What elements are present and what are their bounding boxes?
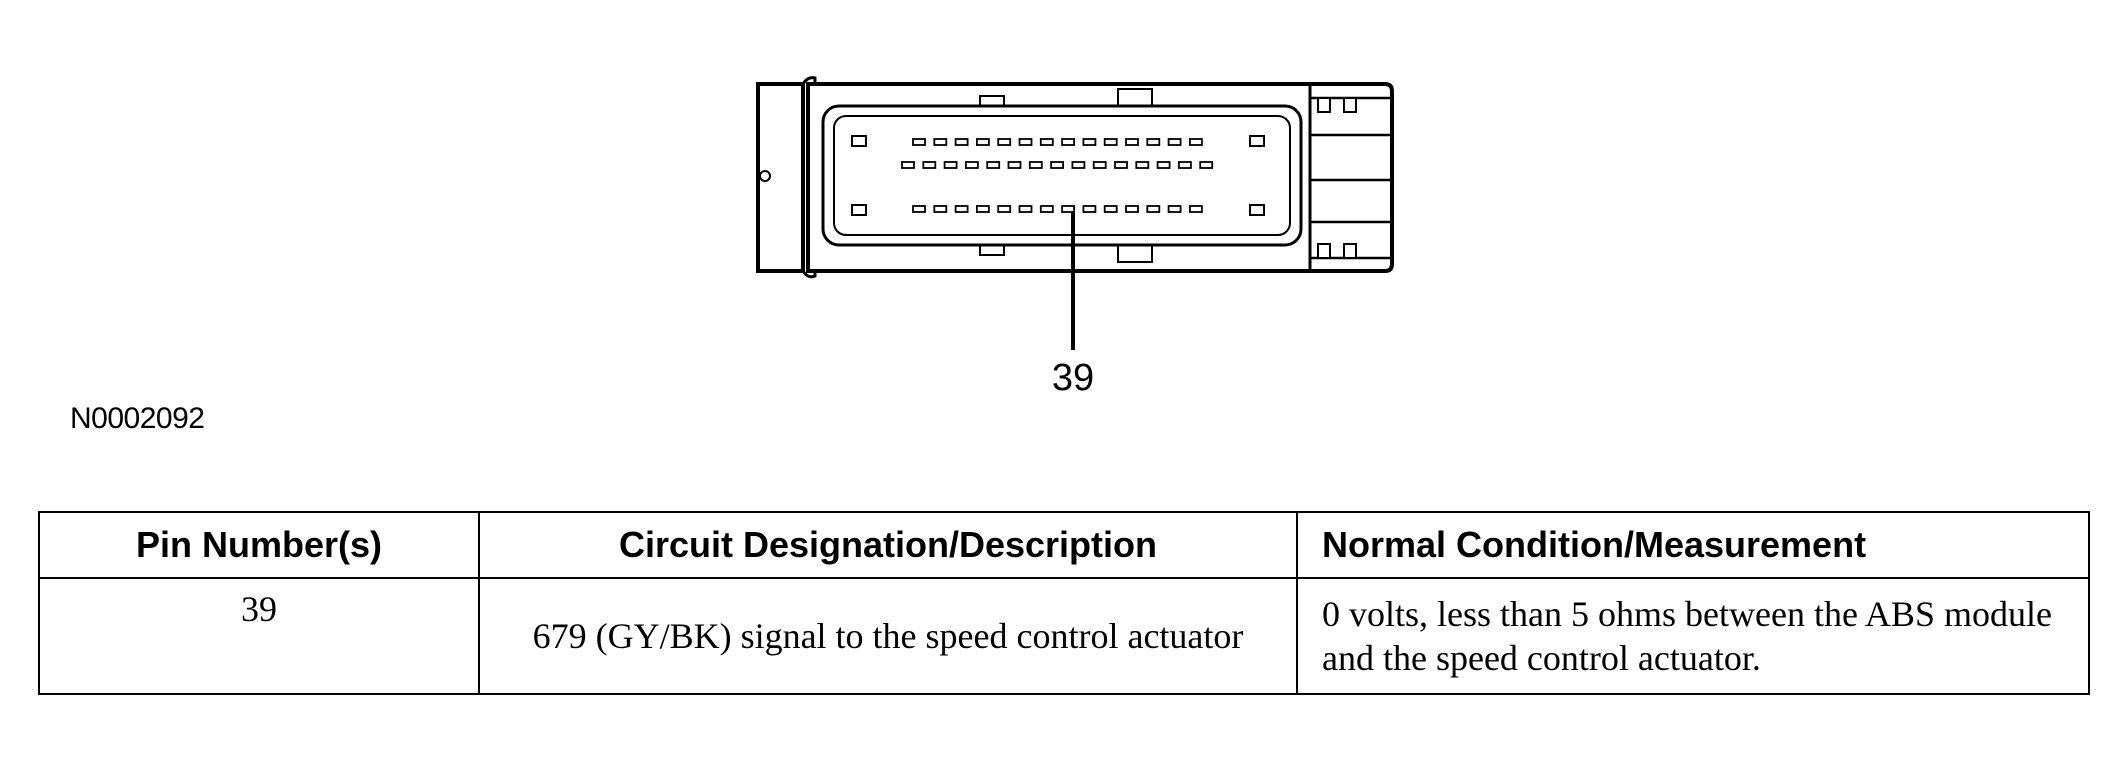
table-row: 39 679 (GY/BK) signal to the speed contr… — [38, 577, 2090, 695]
pin-cavity — [1146, 205, 1161, 213]
pin-cavity — [1092, 161, 1107, 169]
pin-cavity — [1039, 138, 1054, 146]
pin-cavity — [1125, 138, 1139, 146]
pin-cavity — [943, 161, 958, 169]
figure-id: N0002092 — [70, 402, 205, 435]
pin-cavity — [954, 205, 969, 213]
connector-corner-slots — [851, 135, 1265, 216]
pin-cavity — [1125, 205, 1139, 213]
pin-cavity — [912, 205, 926, 213]
pin-cavity — [1039, 205, 1054, 213]
cell-circuit-description: 679 (GY/BK) signal to the speed control … — [478, 577, 1298, 695]
connector-pin-face-inner — [833, 115, 1291, 236]
pin-cavity — [1156, 161, 1171, 169]
table-header-row: Pin Number(s) Circuit Designation/Descri… — [38, 511, 2090, 579]
pin-cavity — [933, 205, 948, 213]
pin-cavity — [1189, 205, 1203, 213]
pin-cavity — [1103, 138, 1118, 146]
pin-cavity — [1007, 161, 1022, 169]
cell-normal-condition: 0 volts, less than 5 ohms between the AB… — [1296, 577, 2090, 695]
connector-pin-face — [821, 104, 1303, 247]
pin-cavity — [1028, 161, 1043, 169]
pin-cavity — [1135, 161, 1150, 169]
header-pin-numbers: Pin Number(s) — [38, 511, 480, 579]
pin-cavity — [1061, 205, 1075, 213]
pin-cavity — [1114, 161, 1128, 169]
pin-cavity — [1146, 138, 1161, 146]
pin-cavity — [1103, 205, 1118, 213]
pin-cavity — [954, 138, 969, 146]
pin-cavity — [1199, 161, 1214, 169]
pin-cavity — [976, 205, 990, 213]
pin-cavity — [1082, 205, 1097, 213]
pin-cavity — [1178, 161, 1192, 169]
connector-diagram: 39 — [756, 76, 1394, 399]
pin-cavity — [933, 138, 948, 146]
cell-pin-number: 39 — [38, 577, 480, 695]
header-normal-condition: Normal Condition/Measurement — [1296, 511, 2090, 579]
pin-cavity — [1050, 161, 1064, 169]
header-circuit-description: Circuit Designation/Description — [478, 511, 1298, 579]
pin-cavity — [997, 205, 1012, 213]
pin-cavity — [1071, 161, 1086, 169]
pin-cavity — [1167, 138, 1182, 146]
pin-cavity — [1018, 138, 1033, 146]
pin-cavity — [1189, 138, 1203, 146]
pin-table: Pin Number(s) Circuit Designation/Descri… — [38, 511, 2090, 695]
pin-cavity — [1167, 205, 1182, 213]
pin-cavity — [1061, 138, 1075, 146]
pin-cavity — [901, 161, 915, 169]
pin-cavity — [986, 161, 1001, 169]
pin-cavity — [912, 138, 926, 146]
pin-cavity — [922, 161, 937, 169]
connector-pin-cavities — [901, 138, 1214, 213]
connector-latch — [1310, 96, 1392, 260]
pin-callout-label: 39 — [1052, 357, 1094, 399]
pin-cavity — [1018, 205, 1033, 213]
connector-key-dot — [759, 170, 771, 182]
pin-cavity — [1082, 138, 1097, 146]
pin-cavity — [997, 138, 1012, 146]
pin-cavity — [965, 161, 979, 169]
pin-cavity — [976, 138, 990, 146]
